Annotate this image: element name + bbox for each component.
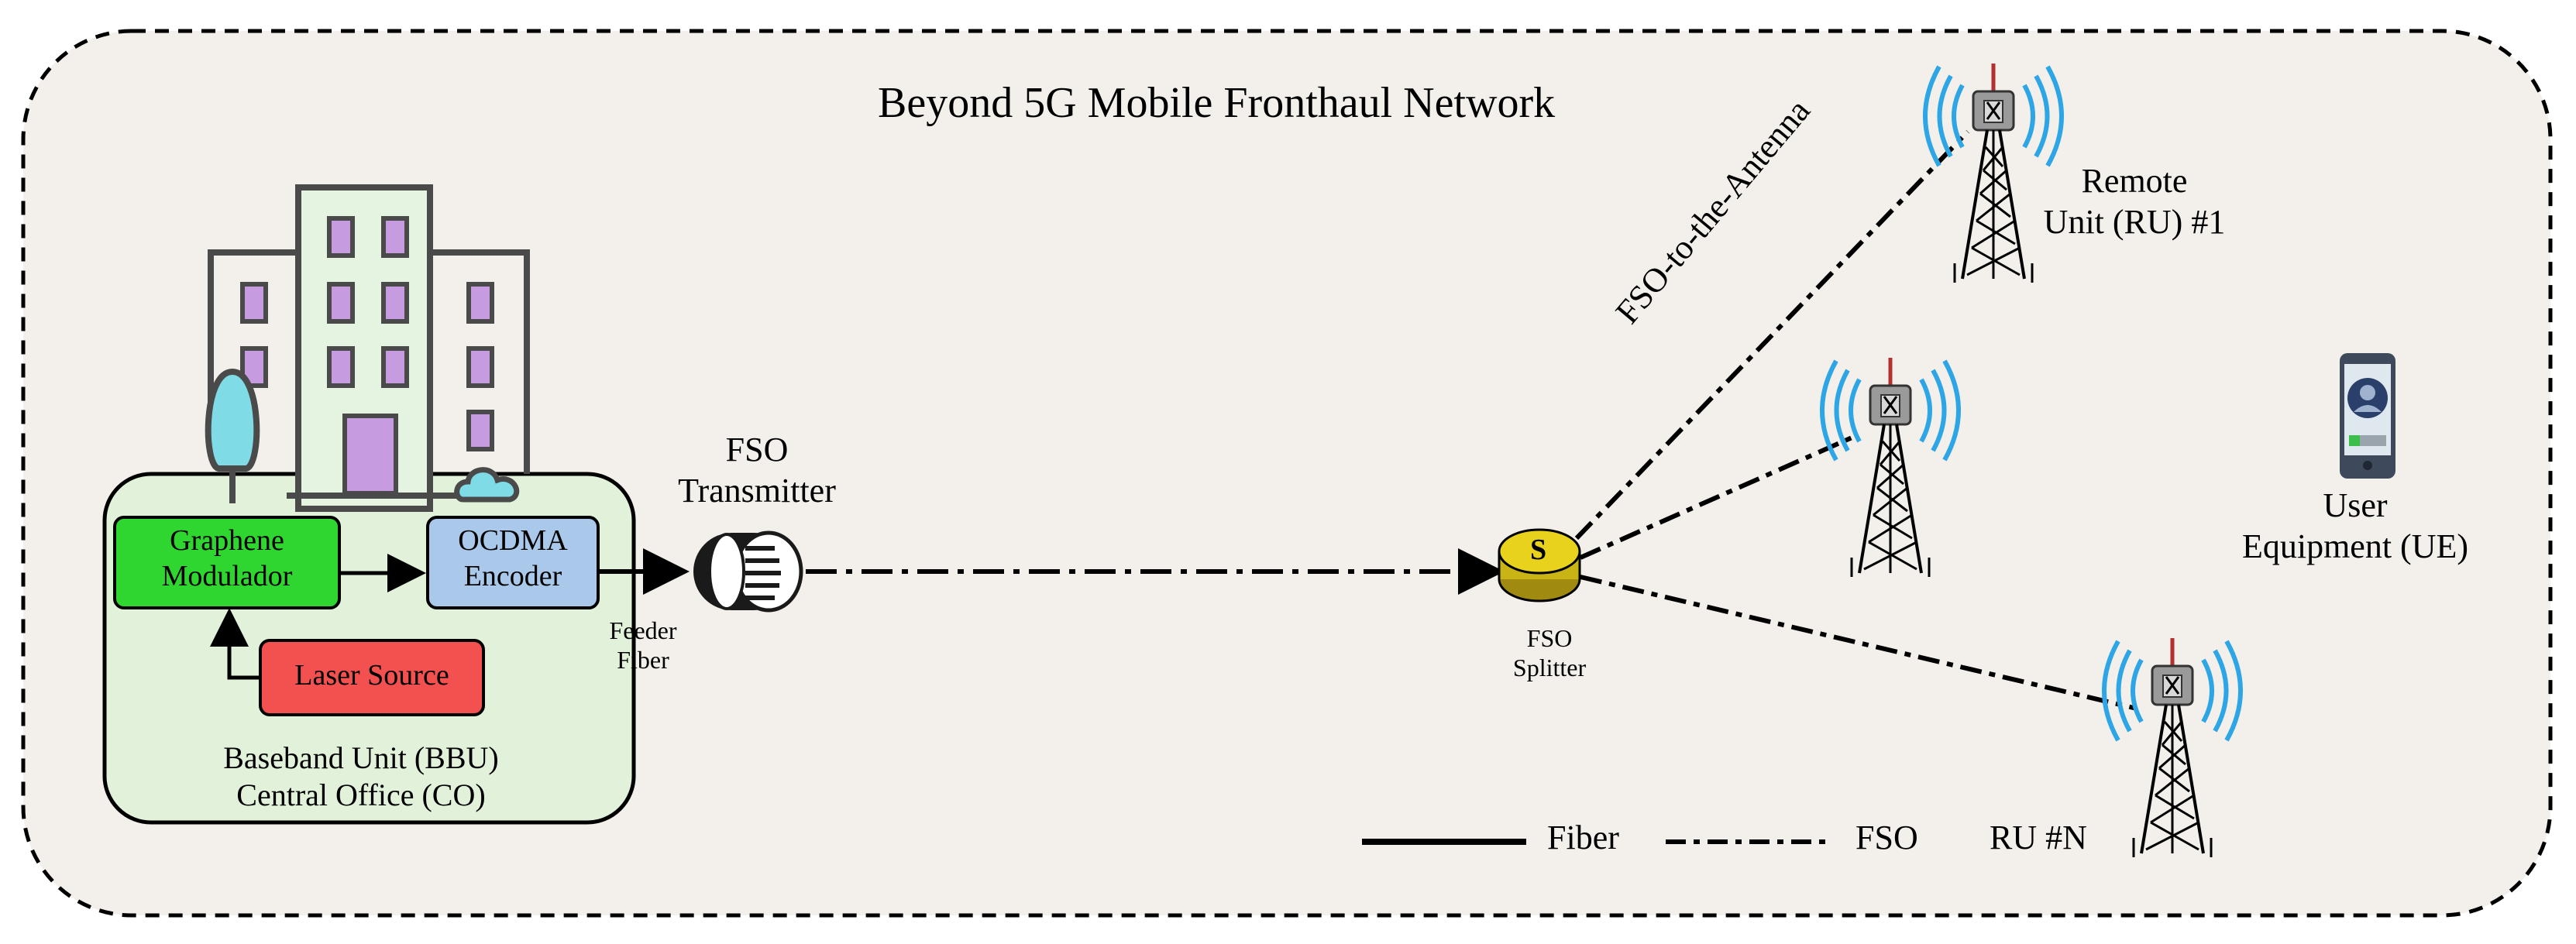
legend-fiber-label: Fiber	[1547, 819, 1619, 856]
fso-branch-run	[1580, 575, 2137, 711]
laser-to-modulator-arrow	[210, 608, 260, 680]
legend-fso-label: FSO	[1855, 819, 1918, 856]
run-label: RU #N	[1990, 819, 2087, 856]
ue-label: User Equipment (UE)	[2241, 486, 2469, 565]
feeder-fiber-label: Feeder Fiber	[609, 616, 677, 675]
smartphone-icon	[2340, 353, 2395, 479]
diagram-title: Beyond 5G Mobile Fronthaul Network	[878, 79, 1556, 127]
fso-branch-ru2	[1579, 434, 1857, 560]
splitter-symbol: S	[1530, 534, 1547, 566]
network-boundary	[21, 29, 2553, 918]
fso-splitter-label: FSO Splitter	[1512, 624, 1587, 682]
fso-splitter-icon	[1498, 528, 1581, 602]
laser-source-label: Laser Source	[294, 659, 449, 692]
cloud-icon	[454, 467, 520, 503]
ru1-label: Remote Unit (RU) #1	[2043, 162, 2226, 241]
tree-icon	[205, 368, 260, 503]
ocdma-encoder-block	[426, 516, 600, 609]
fso-branch-ru1	[1574, 129, 1970, 541]
bbu-label: Baseband Unit (BBU) Central Office (CO)	[223, 740, 499, 812]
fso-transmitter-icon	[693, 530, 803, 613]
building-icon	[208, 184, 530, 512]
fso-transmitter-label: FSO Transmitter	[678, 431, 836, 510]
graphene-modulador-label: Graphene Modulador	[161, 524, 293, 592]
ocdma-encoder-label: OCDMA Encoder	[458, 524, 568, 592]
